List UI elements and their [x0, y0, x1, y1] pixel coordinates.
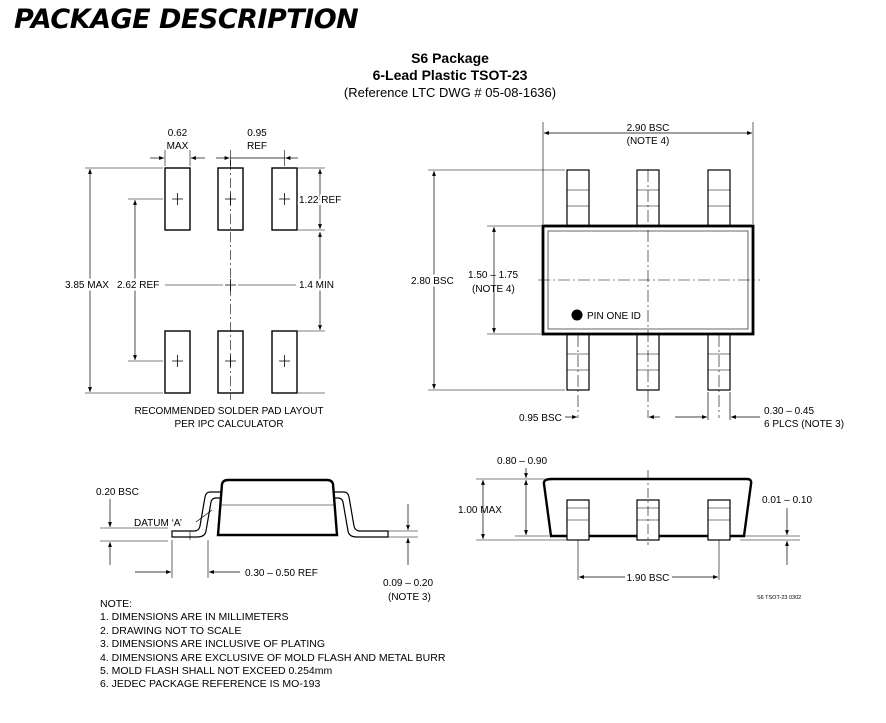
pad-width-value: 0.62 [168, 128, 188, 139]
pad-pitch-value: 0.95 [247, 128, 267, 139]
pad-pitch-tag: REF [247, 141, 267, 152]
datum-label: DATUM ‘A’ [134, 518, 182, 529]
lead-width-note: 6 PLCS (NOTE 3) [764, 419, 844, 430]
pin-one-label: PIN ONE ID [587, 311, 641, 322]
page-heading: PACKAGE DESCRIPTION [14, 4, 359, 35]
lead-thickness-note: (NOTE 3) [388, 592, 431, 603]
top-pitch-label: 0.95 BSC [519, 413, 562, 424]
side-view [100, 478, 418, 578]
top-width-label: 2.90 BSC [627, 123, 670, 134]
solder-pads [164, 167, 298, 394]
note-item: 2. DRAWING NOT TO SCALE [100, 624, 242, 637]
note-item: 1. DIMENSIONS ARE IN MILLIMETERS [100, 611, 289, 624]
end-body-thk-label: 0.80 – 0.90 [497, 456, 547, 467]
package-reference: (Reference LTC DWG # 05-08-1636) [343, 85, 557, 100]
pad-width-tag: MAX [167, 141, 189, 152]
top-body-note: (NOTE 4) [472, 284, 515, 295]
side-standoff-label: 0.20 BSC [96, 487, 139, 498]
foot-length-label: 0.30 – 0.50 REF [245, 568, 318, 579]
top-view [428, 122, 760, 420]
end-standoff-label: 0.01 – 0.10 [762, 495, 812, 506]
top-height-label: 2.80 BSC [411, 276, 454, 287]
package-subtitle: 6-Lead Plastic TSOT-23 [372, 67, 528, 83]
package-title: S6 Package [411, 50, 489, 66]
drawing-code: S6 TSOT-23 0302 [757, 595, 801, 601]
note-item: 5. MOLD FLASH SHALL NOT EXCEED 0.254mm [100, 665, 333, 678]
end-span-label: 1.90 BSC [627, 573, 670, 584]
top-body-label: 1.50 – 1.75 [468, 270, 518, 281]
end-view [476, 468, 800, 580]
pad-layout-caption-1: RECOMMENDED SOLDER PAD LAYOUT [134, 406, 323, 417]
end-height-label: 1.00 MAX [458, 505, 502, 516]
notes-block: NOTE: 1. DIMENSIONS ARE IN MILLIMETERS 2… [100, 598, 445, 692]
note-item: 4. DIMENSIONS ARE EXCLUSIVE OF MOLD FLAS… [100, 651, 446, 664]
lead-width-label: 0.30 – 0.45 [764, 406, 814, 417]
note-item: 6. JEDEC PACKAGE REFERENCE IS MO-193 [100, 678, 321, 691]
pad-gap-label: 1.4 MIN [299, 280, 334, 291]
notes-header: NOTE: [100, 598, 133, 610]
top-width-note: (NOTE 4) [627, 136, 670, 147]
lead-thickness-label: 0.09 – 0.20 [383, 578, 433, 589]
inner-length-label: 2.62 REF [117, 280, 159, 291]
overall-length-label: 3.85 MAX [65, 280, 109, 291]
pad-layout-caption-2: PER IPC CALCULATOR [174, 419, 283, 430]
pad-length-label: 1.22 REF [299, 195, 341, 206]
solder-pad-layout [85, 150, 325, 400]
note-item: 3. DIMENSIONS ARE INCLUSIVE OF PLATING [100, 638, 326, 651]
